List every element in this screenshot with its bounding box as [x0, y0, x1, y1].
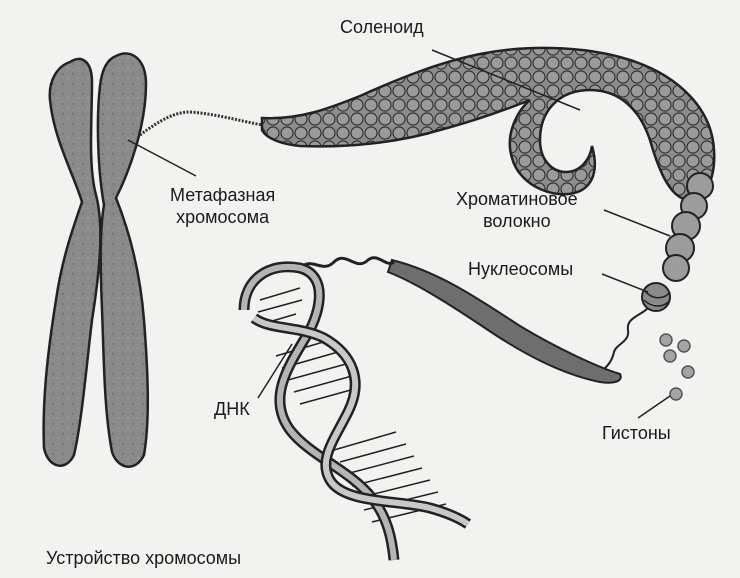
histones	[659, 333, 695, 401]
nucleosome	[641, 282, 671, 312]
chromatin-bead-chain	[662, 172, 714, 282]
label-metaphase-chromosome: Метафазная хромосома	[170, 184, 275, 228]
chromosome-fiber	[139, 110, 271, 137]
leader-solenoid	[431, 49, 581, 111]
leader-nucleosomes	[601, 273, 649, 293]
leader-metaphase	[127, 139, 197, 177]
label-chromatin-fiber: Хроматиновое волокно	[456, 188, 578, 232]
leader-histones	[637, 395, 671, 419]
chromatid-left	[42, 57, 102, 467]
dna-double-helix	[238, 261, 472, 561]
label-solenoid: Соленоид	[340, 17, 424, 37]
solenoid-fiber	[260, 46, 716, 202]
label-histones: Гистоны	[602, 423, 671, 443]
metaphase-chromosome	[42, 52, 150, 468]
label-metaphase-line2: хромосома	[176, 207, 270, 227]
label-dna: ДНК	[214, 399, 250, 419]
leader-chromatin	[603, 209, 671, 237]
label-nucleosomes: Нуклеосомы	[468, 259, 574, 279]
chromatid-right	[96, 52, 150, 468]
label-metaphase-line1: Метафазная	[170, 185, 276, 205]
leader-lines	[127, 49, 671, 419]
label-chromatin-line2: волокно	[483, 211, 551, 231]
leader-dna	[257, 343, 293, 399]
dna-twist	[298, 256, 395, 270]
label-chromatin-line1: Хроматиновое	[456, 189, 578, 209]
figure-caption: Устройство хромосомы	[46, 548, 242, 568]
dna-strand-band	[386, 258, 622, 384]
